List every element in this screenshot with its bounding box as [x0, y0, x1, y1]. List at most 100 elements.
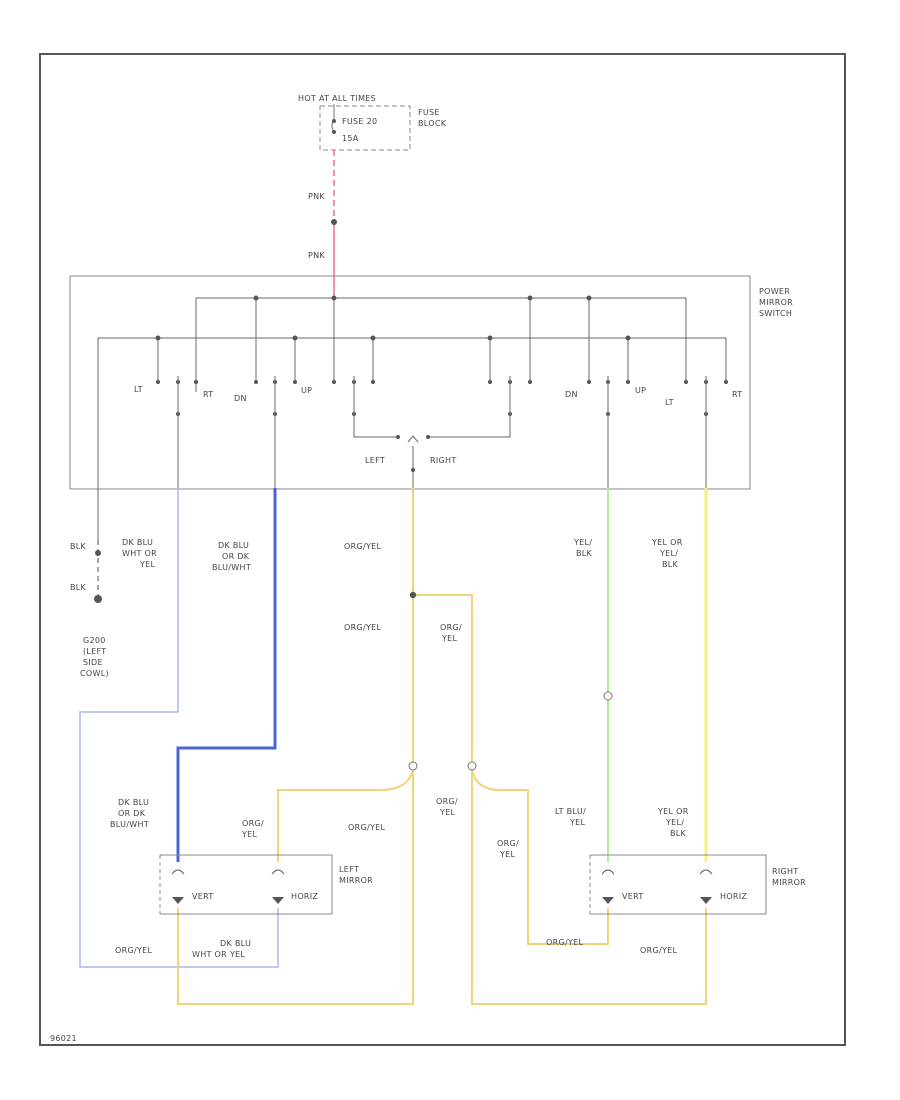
- switch-power-bus: [195, 297, 687, 392]
- switch-left-lt: LT: [134, 385, 143, 394]
- svg-text:ORG/: ORG/: [242, 819, 264, 828]
- svg-text:YEL: YEL: [569, 818, 586, 827]
- svg-text:ORG/: ORG/: [436, 797, 458, 806]
- selector-right-label: RIGHT: [430, 456, 457, 465]
- wire-labels: DK BLU WHT OR YEL DK BLU OR DK BLU/WHT O…: [110, 538, 689, 959]
- svg-text:YEL: YEL: [139, 560, 156, 569]
- left-mirror-vert-label: VERT: [192, 892, 214, 901]
- fuse-block-label-1: FUSE: [418, 108, 440, 117]
- svg-text:YEL: YEL: [441, 634, 458, 643]
- svg-text:BLU/WHT: BLU/WHT: [212, 563, 251, 572]
- figure-code: 96021: [50, 1034, 77, 1043]
- left-mirror-title-1: LEFT: [339, 865, 359, 874]
- right-mirror-horiz-label: HORIZ: [720, 892, 747, 901]
- pnk-wire: PNK PNK: [308, 150, 337, 298]
- pnk-label-bottom: PNK: [308, 251, 325, 260]
- fuse-block: HOT AT ALL TIMES FUSE 20 15A FUSE BLOCK: [298, 94, 446, 151]
- svg-text:YEL OR: YEL OR: [657, 807, 689, 816]
- blk-label-2: BLK: [70, 583, 87, 592]
- svg-text:YEL: YEL: [439, 808, 456, 817]
- svg-text:OR DK: OR DK: [222, 552, 250, 561]
- left-mirror-vert-pin: [171, 869, 185, 875]
- right-mirror-horiz-pin: [699, 869, 713, 875]
- svg-text:ORG/YEL: ORG/YEL: [546, 938, 583, 947]
- power-mirror-switch: POWER MIRROR SWITCH: [69, 275, 793, 540]
- org-yel-splice: [409, 591, 417, 599]
- switch-title-1: POWER: [759, 287, 790, 296]
- right-mirror: VERT HORIZ RIGHT MIRROR: [589, 854, 806, 915]
- ground-label-2: (LEFT: [83, 647, 106, 656]
- switch-right-up: UP: [635, 386, 646, 395]
- svg-text:YEL/: YEL/: [659, 549, 678, 558]
- switch-right-rt: RT: [732, 390, 742, 399]
- left-mirror-horiz-label: HORIZ: [291, 892, 318, 901]
- right-mirror-title-1: RIGHT: [772, 867, 799, 876]
- connector-c3: [603, 691, 613, 701]
- fuse-label: FUSE 20: [342, 117, 377, 126]
- svg-text:YEL: YEL: [499, 850, 516, 859]
- svg-text:DK BLU: DK BLU: [118, 798, 149, 807]
- svg-text:BLK: BLK: [670, 829, 687, 838]
- pnk-label-top: PNK: [308, 192, 325, 201]
- left-mirror-title-2: MIRROR: [339, 876, 373, 885]
- svg-text:ORG/YEL: ORG/YEL: [344, 623, 381, 632]
- ground-label-4: COWL): [80, 669, 109, 678]
- svg-text:BLU/WHT: BLU/WHT: [110, 820, 149, 829]
- right-mirror-title-2: MIRROR: [772, 878, 806, 887]
- ground-circuit: BLK BLK G200 (LEFT SIDE COWL): [70, 540, 109, 678]
- switch-title-2: MIRROR: [759, 298, 793, 307]
- selector-pivot: [407, 435, 419, 443]
- switch-right-dn: DN: [565, 390, 578, 399]
- fuse-header: HOT AT ALL TIMES: [298, 94, 376, 103]
- svg-text:YEL: YEL: [241, 830, 258, 839]
- ground-point: [94, 595, 102, 603]
- switch-ground-bus: [97, 337, 727, 540]
- fuse-rating: 15A: [342, 134, 359, 143]
- left-mirror-horiz-term: [272, 897, 284, 904]
- svg-text:DK BLU: DK BLU: [220, 939, 251, 948]
- right-mirror-vert-term: [602, 897, 614, 904]
- svg-text:ORG/YEL: ORG/YEL: [640, 946, 677, 955]
- right-mirror-vert-label: VERT: [622, 892, 644, 901]
- left-mirror-horiz-pin: [271, 869, 285, 875]
- pnk-connector: [331, 219, 337, 225]
- ground-label-3: SIDE: [83, 658, 103, 667]
- svg-text:WHT OR: WHT OR: [122, 549, 157, 558]
- right-mirror-vert-pin: [601, 869, 615, 875]
- diagram-frame: [39, 53, 846, 1046]
- svg-text:LT BLU/: LT BLU/: [555, 807, 586, 816]
- wire-org-yel-network: [177, 488, 707, 1005]
- svg-text:YEL/: YEL/: [573, 538, 592, 547]
- ground-label-1: G200: [83, 636, 106, 645]
- switch-title-3: SWITCH: [759, 309, 792, 318]
- switch-right-lt: LT: [665, 398, 674, 407]
- svg-text:YEL OR: YEL OR: [651, 538, 683, 547]
- svg-text:YEL/: YEL/: [665, 818, 684, 827]
- svg-text:DK BLU: DK BLU: [218, 541, 249, 550]
- svg-text:BLK: BLK: [662, 560, 679, 569]
- svg-text:ORG/YEL: ORG/YEL: [344, 542, 381, 551]
- svg-text:WHT OR YEL: WHT OR YEL: [192, 950, 245, 959]
- right-mirror-horiz-term: [700, 897, 712, 904]
- switch-box: [69, 275, 751, 490]
- svg-text:DK BLU: DK BLU: [122, 538, 153, 547]
- blk-connector: [95, 550, 101, 556]
- switch-left-dn: DN: [234, 394, 247, 403]
- svg-text:ORG/: ORG/: [440, 623, 462, 632]
- left-mirror-vert-term: [172, 897, 184, 904]
- wire-dkblu-orn: [176, 488, 277, 862]
- wire-dkblu-wht: [79, 488, 279, 968]
- switch-left-rt: RT: [203, 390, 213, 399]
- connector-c2: [467, 761, 477, 771]
- svg-text:ORG/YEL: ORG/YEL: [348, 823, 385, 832]
- svg-text:ORG/: ORG/: [497, 839, 519, 848]
- connector-c1: [408, 761, 418, 771]
- selector-left-label: LEFT: [365, 456, 385, 465]
- left-mirror: VERT HORIZ LEFT MIRROR: [159, 854, 373, 915]
- svg-text:OR DK: OR DK: [118, 809, 146, 818]
- selector-right-arm: [428, 414, 511, 438]
- blk-label-1: BLK: [70, 542, 87, 551]
- svg-text:BLK: BLK: [576, 549, 593, 558]
- fuse-block-outline: [319, 105, 411, 151]
